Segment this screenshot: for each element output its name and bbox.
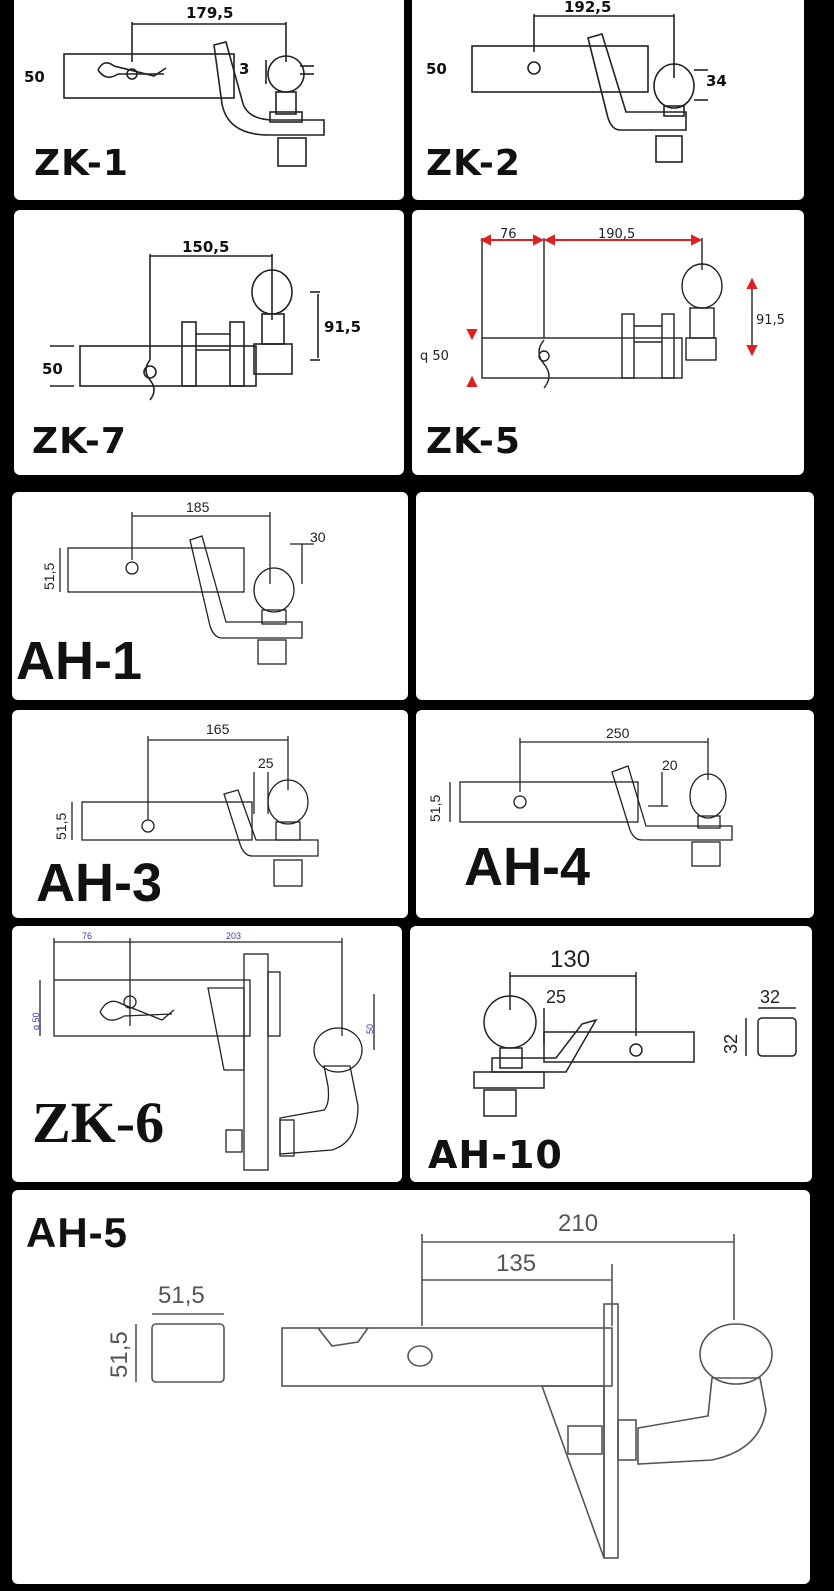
panel-ah1: 185 30 51,5 AH-1 xyxy=(12,492,408,700)
panel-zk6: 76 203 q 50 50 ZK-6 xyxy=(12,926,402,1182)
ah4-drawing xyxy=(449,738,733,867)
zk6-title: ZK-6 xyxy=(32,1090,165,1155)
zk5-length-label: 190,5 xyxy=(598,227,636,242)
zk5-ball-height-label: 91,5 xyxy=(756,313,785,328)
panel-empty xyxy=(416,492,814,700)
ah1-length-label: 185 xyxy=(186,499,210,515)
zk2-offset-label: 34 xyxy=(706,72,727,90)
zk2-title: ZK-2 xyxy=(426,143,521,184)
ah5-title: AH-5 xyxy=(26,1209,129,1256)
ah3-title: AH-3 xyxy=(36,853,163,913)
zk5-height-label: q 50 xyxy=(420,349,449,364)
panel-ah10: 130 25 32 32 AH-10 xyxy=(410,926,812,1182)
ah10-title: AH-10 xyxy=(428,1133,563,1177)
zk5-title: ZK-5 xyxy=(426,421,521,462)
panel-ah4: 250 20 51,5 AH-4 xyxy=(416,710,814,918)
ah10-drawing xyxy=(473,972,797,1117)
zk7-drawing xyxy=(50,254,320,401)
panel-zk1: 179,5 3 50 ZK-1 xyxy=(14,0,404,200)
zk1-offset-label: 3 xyxy=(239,60,250,78)
zk1-height-label: 50 xyxy=(24,68,45,86)
ah4-offset-label: 20 xyxy=(662,757,678,773)
zk5-drawing xyxy=(466,234,758,389)
ah10-length-label: 130 xyxy=(550,946,591,973)
zk6-front-label: 76 xyxy=(82,931,93,941)
zk2-height-label: 50 xyxy=(426,60,447,78)
panel-zk7: 150,5 91,5 50 ZK-7 xyxy=(14,210,404,475)
ah3-height-label: 51,5 xyxy=(53,812,69,840)
ah4-title: AH-4 xyxy=(464,837,591,897)
panel-zk5: 76 190,5 91,5 q 50 ZK-5 xyxy=(412,210,804,475)
zk1-title: ZK-1 xyxy=(34,143,129,184)
zk1-length-label: 179,5 xyxy=(186,4,234,22)
zk1-drawing xyxy=(63,22,325,167)
zk6-length-label: 203 xyxy=(226,931,242,941)
ah1-height-label: 51,5 xyxy=(41,562,57,590)
ah3-length-label: 165 xyxy=(206,721,230,737)
ah10-height-label: 32 xyxy=(721,1033,741,1054)
zk6-height-label: q 50 xyxy=(31,1012,41,1030)
panel-ah3: 165 25 51,5 AH-3 xyxy=(12,710,408,918)
ah5-drawing xyxy=(135,1234,773,1559)
ah1-offset-label: 30 xyxy=(310,529,326,545)
ah5-width-label: 51,5 xyxy=(158,1282,205,1309)
zk7-ball-height-label: 91,5 xyxy=(324,318,362,336)
zk6-drawing xyxy=(39,938,375,1171)
zk6-drop-label: 50 xyxy=(365,1023,375,1034)
zk2-length-label: 192,5 xyxy=(564,0,612,16)
panel-zk2: 192,5 34 50 ZK-2 xyxy=(412,0,804,200)
ah3-drawing xyxy=(71,736,319,887)
ah10-width-label: 32 xyxy=(760,987,781,1007)
ah3-offset-label: 25 xyxy=(258,755,274,771)
ah10-offset-label: 25 xyxy=(546,987,567,1007)
ah4-length-label: 250 xyxy=(606,725,630,741)
ah1-title: AH-1 xyxy=(16,631,143,691)
panel-ah5: AH-5 210 135 51,5 51,5 xyxy=(12,1190,810,1584)
zk7-height-label: 50 xyxy=(42,360,63,378)
ah4-height-label: 51,5 xyxy=(427,794,443,822)
ah5-length-label: 210 xyxy=(558,1210,599,1237)
ah5-height-label: 51,5 xyxy=(106,1331,133,1378)
zk2-drawing xyxy=(471,14,708,163)
zk7-length-label: 150,5 xyxy=(182,238,230,256)
ah1-drawing xyxy=(59,512,314,665)
ah5-length-inner-label: 135 xyxy=(496,1250,537,1277)
zk5-front-label: 76 xyxy=(500,227,517,242)
zk7-title: ZK-7 xyxy=(32,421,127,462)
